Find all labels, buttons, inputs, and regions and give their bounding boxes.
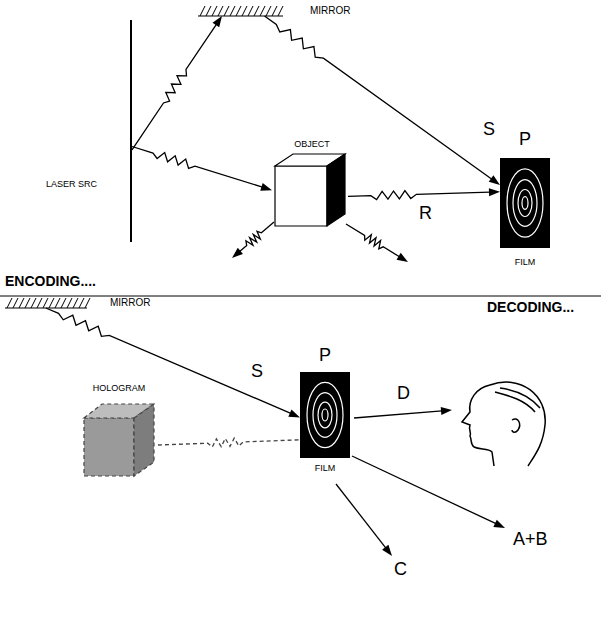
separator-line	[0, 296, 601, 297]
object-cube-art	[272, 140, 352, 228]
beam-label: S	[482, 120, 496, 140]
light-ray	[232, 222, 274, 258]
beam-label: A+B	[512, 530, 549, 550]
light-ray	[132, 147, 272, 191]
light-ray	[348, 188, 500, 199]
hologram-cube: HOLOGRAM	[80, 378, 158, 478]
beam-label: C	[393, 560, 408, 580]
plate-letter: P	[519, 130, 531, 150]
light-ray	[336, 484, 392, 556]
part-label: LASER SRC	[46, 180, 97, 190]
viewer-head	[462, 382, 545, 466]
section-heading: ENCODING....	[4, 274, 97, 289]
reconstruction-ray	[158, 438, 300, 447]
section-heading: DECODING...	[486, 300, 575, 315]
light-ray	[46, 308, 300, 417]
beam-label: D	[396, 384, 411, 404]
object-cube: OBJECT	[272, 140, 352, 228]
light-ray	[346, 224, 408, 262]
part-label: MIRROR	[110, 297, 151, 308]
light-ray	[265, 16, 500, 185]
light-ray	[132, 16, 222, 150]
plate-letter: P	[319, 346, 331, 366]
light-ray	[354, 407, 452, 418]
light-ray	[352, 456, 505, 528]
film-plate: P FILM	[498, 128, 552, 280]
part-label: FILM	[515, 258, 536, 268]
beam-label: S	[250, 362, 264, 382]
film-plate: P FILM	[298, 346, 352, 486]
laser-source: LASER SRC	[40, 20, 132, 242]
mirror: MIRROR	[5, 298, 175, 310]
part-label: MIRROR	[310, 5, 351, 16]
part-label: FILM	[315, 464, 336, 474]
beam-label: R	[418, 204, 433, 224]
part-label: OBJECT	[294, 140, 330, 150]
part-label: HOLOGRAM	[93, 384, 146, 394]
mirror: MIRROR	[198, 6, 373, 18]
